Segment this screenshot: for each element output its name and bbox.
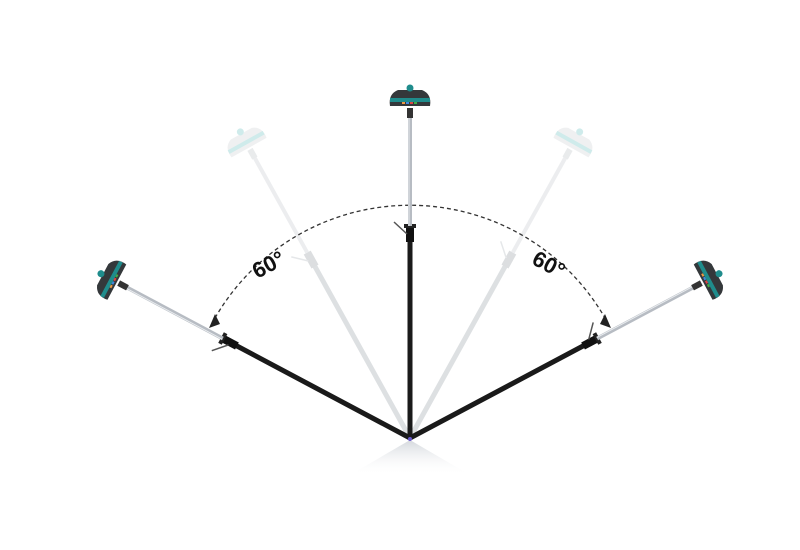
pole-tip xyxy=(408,437,412,441)
angle-arc xyxy=(214,204,606,319)
pole-ghost-right xyxy=(392,119,599,448)
ground-reflection xyxy=(350,440,470,475)
pole-tilt-right xyxy=(400,254,731,456)
arrow-left-icon xyxy=(209,314,220,328)
pole-vertical xyxy=(390,85,431,439)
pole-tilt-left xyxy=(88,254,419,456)
pole-ghost-left xyxy=(221,119,428,448)
arrow-right-icon xyxy=(600,314,611,328)
